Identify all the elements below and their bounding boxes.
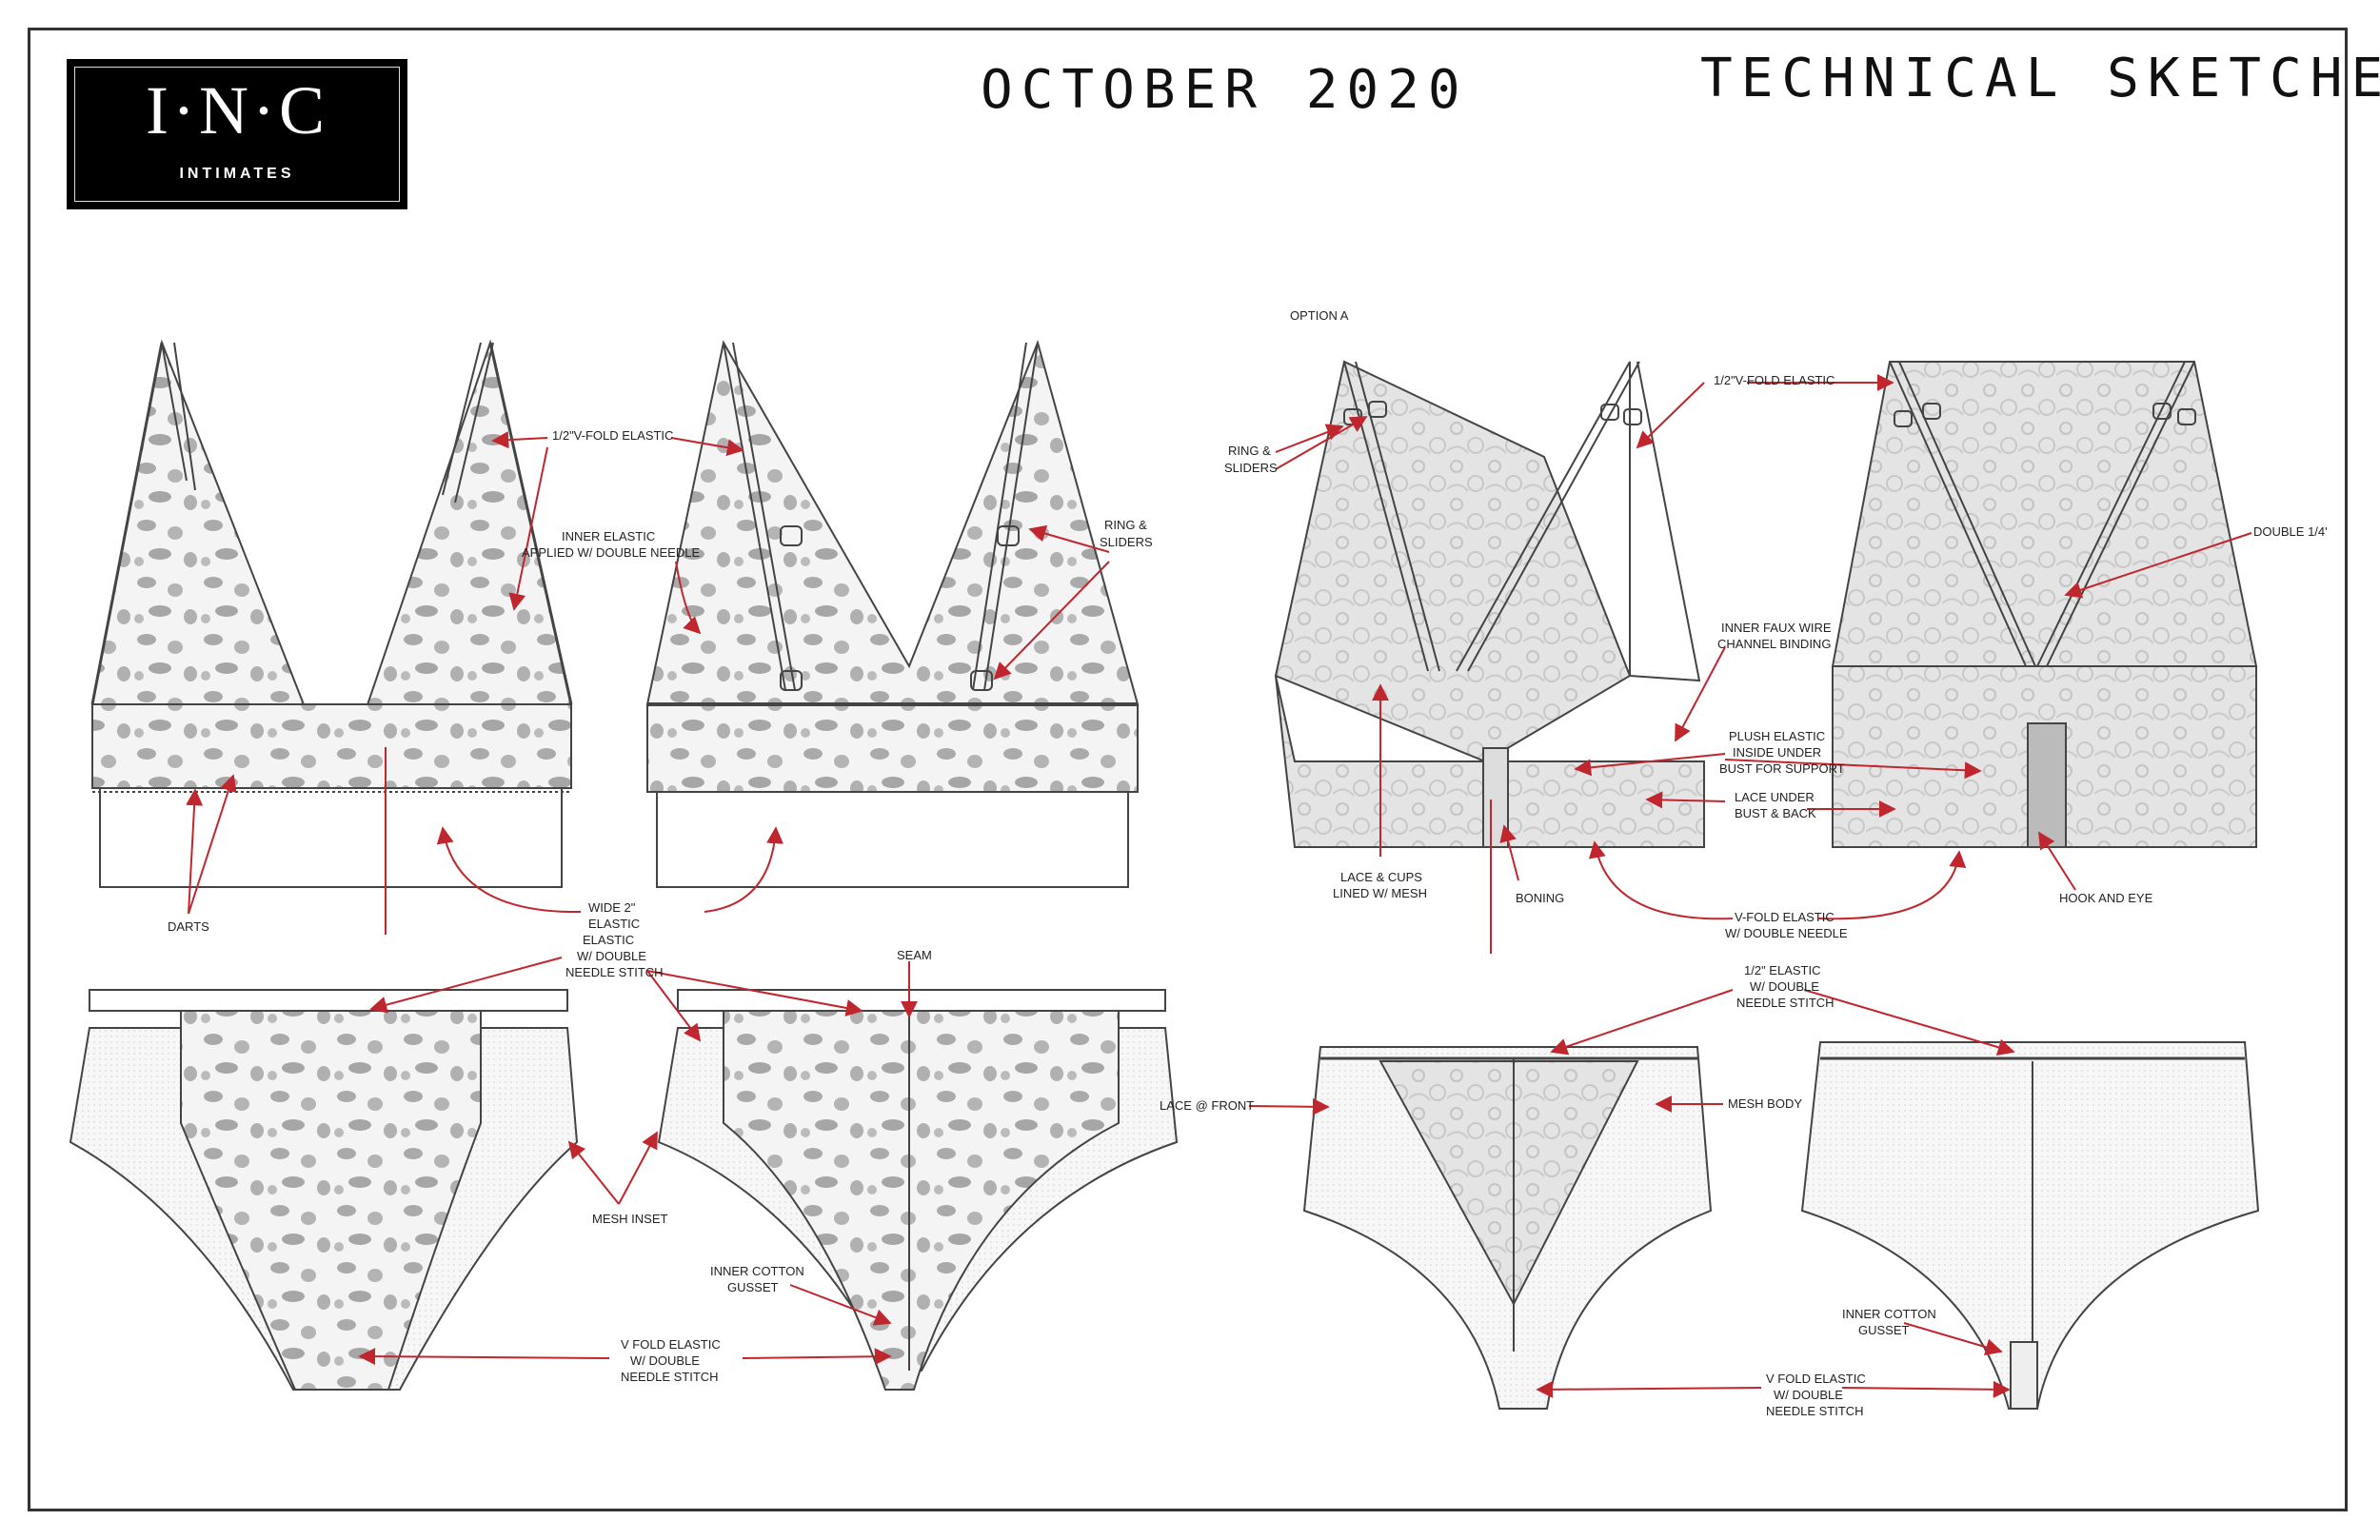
label-ring-1: RING & <box>1104 518 1147 532</box>
label-wide-3: ELASTIC <box>583 933 634 947</box>
label-vfold-3: NEEDLE STITCH <box>621 1370 719 1384</box>
brief-mesh-back <box>1800 1041 2260 1410</box>
page-border <box>28 28 2348 1511</box>
label-gusset-b2: GUSSET <box>1858 1323 1910 1337</box>
label-lace-cups-2: LINED W/ MESH <box>1333 886 1427 900</box>
brief-print-back <box>657 989 1179 1391</box>
label-gusset-b1: INNER COTTON <box>1842 1307 1936 1321</box>
label-wide-1: WIDE 2" <box>588 900 636 915</box>
label-plush-1: PLUSH ELASTIC <box>1729 729 1825 743</box>
label-inner-elastic-2: APPLIED W/ DOUBLE NEEDLE <box>522 545 700 560</box>
season-date: OCTOBER 2020 <box>981 59 1469 121</box>
label-half-elastic-1: 1/2" ELASTIC <box>1744 963 1820 977</box>
brand-logo: I·N·C INTIMATES <box>67 59 407 209</box>
logo-subtitle: INTIMATES <box>179 166 295 182</box>
label-seam: SEAM <box>897 948 932 962</box>
label-v-fold-elastic-b: 1/2"V-FOLD ELASTIC <box>1714 373 1835 387</box>
label-vfold-c2: W/ DOUBLE <box>1774 1388 1843 1402</box>
bra-print-front <box>90 339 573 888</box>
label-vfold-2: W/ DOUBLE <box>630 1353 700 1368</box>
label-wide-5: NEEDLE STITCH <box>565 965 664 979</box>
label-ring-b1: RING & <box>1228 444 1271 458</box>
label-lace-front: LACE @ FRONT <box>1160 1098 1254 1113</box>
label-lace-under-2: BUST & BACK <box>1735 806 1816 820</box>
label-ring-b2: SLIDERS <box>1224 461 1278 475</box>
brief-lace-front <box>1302 1046 1713 1410</box>
label-gusset-2: GUSSET <box>727 1280 779 1294</box>
label-mesh-inset: MESH INSET <box>592 1212 668 1226</box>
label-wide-2: ELASTIC <box>588 917 640 931</box>
annotation-labels: 1/2"V-FOLD ELASTIC INNER ELASTIC APPLIED… <box>168 308 2328 1418</box>
bra-print-back <box>645 339 1140 888</box>
label-lace-cups-1: LACE & CUPS <box>1340 870 1422 884</box>
label-vfold-1: V FOLD ELASTIC <box>621 1337 721 1352</box>
label-boning: BONING <box>1516 891 1564 905</box>
label-faux-1: INNER FAUX WIRE <box>1721 621 1832 635</box>
label-half-elastic-2: W/ DOUBLE <box>1750 979 1819 994</box>
label-vfold-b1: V-FOLD ELASTIC <box>1735 910 1835 924</box>
label-mesh-body: MESH BODY <box>1728 1096 1802 1111</box>
logo-frame <box>74 67 400 202</box>
label-vfold-c3: NEEDLE STITCH <box>1766 1404 1864 1418</box>
brief-print-front <box>69 989 579 1391</box>
page-title: TECHNICAL SKETCHES <box>1700 48 2380 109</box>
logo-mark: I·N·C <box>146 72 328 148</box>
label-inner-elastic-1: INNER ELASTIC <box>562 529 655 543</box>
label-v-fold-elastic: 1/2"V-FOLD ELASTIC <box>552 428 673 443</box>
label-plush-2: INSIDE UNDER <box>1733 745 1821 760</box>
label-darts: DARTS <box>168 919 209 934</box>
label-vfold-c1: V FOLD ELASTIC <box>1766 1372 1866 1386</box>
label-ring-2: SLIDERS <box>1100 535 1153 549</box>
label-hook-eye: HOOK AND EYE <box>2059 891 2153 905</box>
label-gusset-1: INNER COTTON <box>710 1264 804 1278</box>
annotation-arrows <box>186 374 2252 1398</box>
label-faux-2: CHANNEL BINDING <box>1717 637 1831 651</box>
bra-lace-front <box>1274 360 1705 848</box>
label-lace-under-1: LACE UNDER <box>1735 790 1815 804</box>
label-plush-3: BUST FOR SUPPORT <box>1719 761 1845 776</box>
label-wide-4: W/ DOUBLE <box>577 949 646 963</box>
label-double-quarter: DOUBLE 1/4' <box>2253 524 2328 539</box>
label-vfold-b2: W/ DOUBLE NEEDLE <box>1725 926 1848 940</box>
label-half-elastic-3: NEEDLE STITCH <box>1736 996 1835 1010</box>
bra-lace-back <box>1831 361 2258 848</box>
label-option-a: OPTION A <box>1290 308 1349 323</box>
